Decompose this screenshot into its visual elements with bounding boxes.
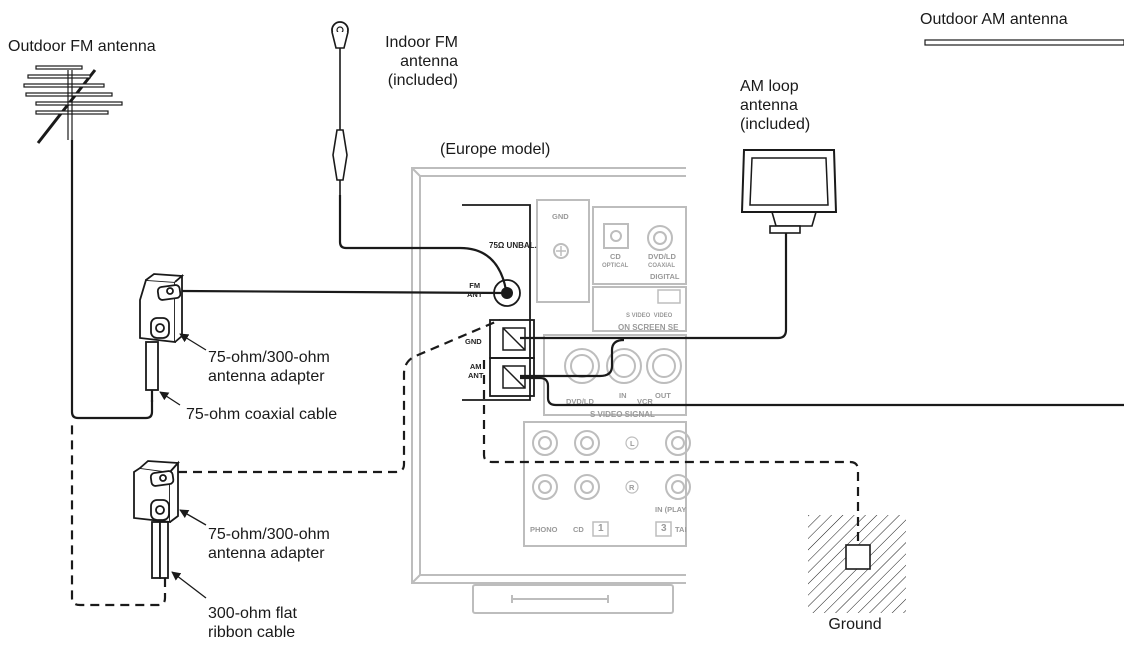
l-channel-label: L (630, 439, 635, 448)
svideo-in-label: IN (619, 391, 627, 400)
am-loop-antenna (740, 149, 838, 234)
ribbon-cable-label: 300-ohm flat ribbon cable (208, 605, 297, 641)
fm-ant-label: FM ANT (467, 281, 483, 299)
tape-label: TAI (675, 525, 687, 534)
gnd-section-label: GND (552, 212, 569, 221)
pointer-arrows (159, 333, 207, 599)
input-3-label: 3 (661, 523, 667, 534)
input-1-label: 1 (598, 523, 604, 534)
outdoor-fm-antenna-label: Outdoor FM antenna (8, 38, 156, 55)
phono-label: PHONO (530, 525, 558, 534)
cd-optical-label: CD (610, 252, 621, 261)
coaxial-label: COAXIAL (648, 263, 675, 269)
r-channel-label: R (629, 483, 635, 492)
svideo-vcr-label: VCR (637, 397, 653, 406)
antenna-adapter-2 (133, 460, 180, 579)
gnd-terminal-label: GND (465, 337, 482, 346)
on-screen-label: ON SCREEN SE (618, 323, 679, 332)
digital-label: DIGITAL (650, 272, 680, 281)
indoor-fm-antenna-label: Indoor FM antenna (included) (385, 34, 458, 89)
receiver-rear-panel (411, 167, 691, 614)
outdoor-am-antenna (924, 39, 1124, 46)
outdoor-fm-antenna (23, 65, 123, 412)
unbal-label: 75Ω UNBAL. (489, 241, 537, 250)
svideo-dvd-ld-label: DVD/LD (566, 397, 594, 406)
antenna-adapter-1 (139, 273, 185, 402)
ground-symbol (808, 515, 906, 613)
outdoor-am-antenna-label: Outdoor AM antenna (920, 11, 1068, 28)
europe-model-label: (Europe model) (440, 141, 551, 158)
svideo-out-label: OUT (655, 391, 671, 400)
antenna-terminal-block (462, 204, 535, 401)
indoor-fm-antenna (331, 21, 349, 195)
cd-bottom-label: CD (573, 525, 584, 534)
am-loop-antenna-label: AM loop antenna (included) (740, 78, 811, 133)
optical-label: OPTICAL (602, 263, 629, 269)
s-video-signal-label: S VIDEO SIGNAL (590, 410, 655, 419)
solid-cables (70, 195, 1124, 420)
dashed-cables (70, 318, 860, 607)
dvd-ld-coax-label: DVD/LD (648, 252, 676, 261)
svideo-video-label: S VIDEO VIDEO (626, 313, 673, 319)
in-play-label: IN (PLAY (655, 505, 687, 514)
am-ant-label: AM ANT (468, 362, 484, 380)
adapter-1-label: 75-ohm/300-ohm antenna adapter (208, 349, 330, 385)
adapter-2-label: 75-ohm/300-ohm antenna adapter (208, 526, 330, 562)
ground-label: Ground (828, 616, 882, 633)
coaxial-cable-label: 75-ohm coaxial cable (186, 406, 338, 423)
